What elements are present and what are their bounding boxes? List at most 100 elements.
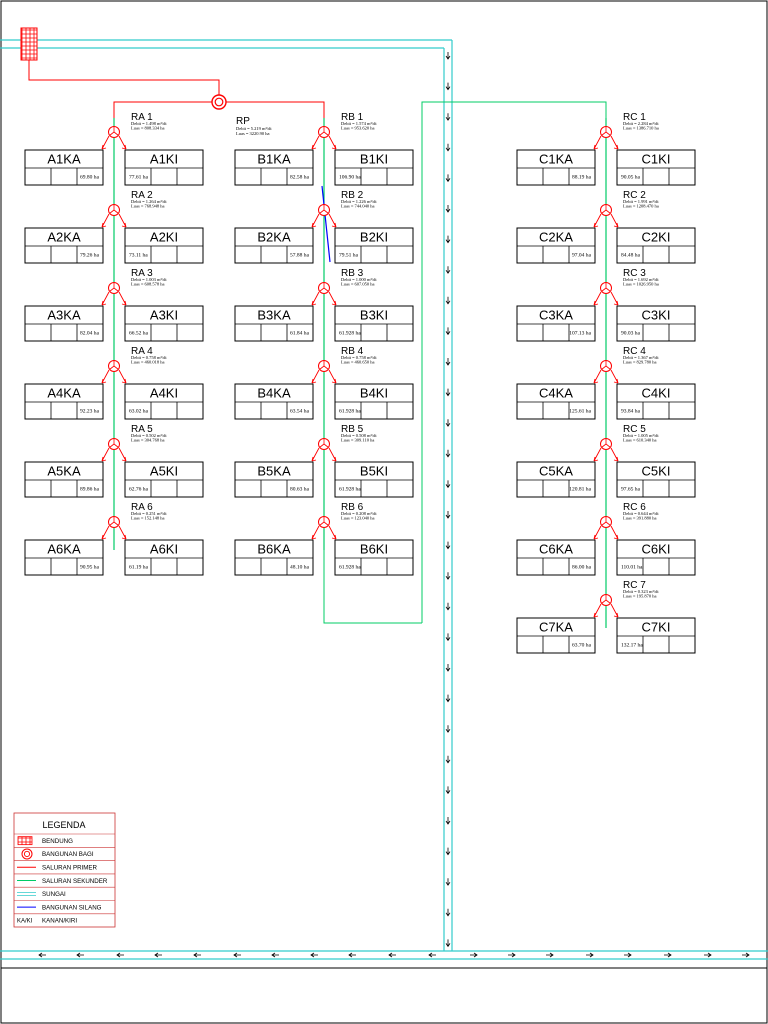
river-flow-arrow-icon: [704, 952, 712, 958]
tertiary-block-name: A4KA: [47, 386, 81, 401]
secondary-channel-line: [323, 540, 422, 624]
river-layer: [0, 39, 768, 960]
tertiary-block-area: 61.19 ha: [129, 565, 149, 571]
tertiary-block-name: A2KA: [47, 230, 81, 245]
structure-debit: Debit = 1.003 m³/dt: [131, 277, 167, 282]
structure-label: RC 4: [623, 346, 646, 357]
river-flow-arrow-icon: [445, 602, 451, 611]
tertiary-block-frame: [234, 305, 314, 342]
tertiary-offtake-right-arrow-icon: [328, 135, 337, 150]
tertiary-block-area: 61.928 ha: [339, 565, 361, 571]
tertiary-block-name: C2KI: [642, 230, 671, 245]
bangunan-bagi-icon: [318, 282, 330, 294]
tertiary-offtake-right-arrow-icon: [610, 525, 619, 540]
tertiary-block-area: 92.23 ha: [80, 409, 100, 415]
tertiary-offtake-right-arrow-icon: [118, 447, 127, 462]
legend-title: LEGENDA: [42, 820, 85, 830]
tertiary-offtake-right-arrow-icon: [610, 603, 619, 618]
tertiary-block-area: 63.54 ha: [290, 409, 310, 415]
structure-debit: Debit = 0.508 m³/dt: [341, 433, 377, 438]
river-flow-arrow-icon: [445, 174, 451, 183]
legend-row-bangunan-silang: BANGUNAN SILANG: [14, 900, 115, 911]
tertiary-block-name: A6KA: [47, 542, 81, 557]
structure-label: RC 2: [623, 190, 646, 201]
river-flow-arrow-icon: [445, 480, 451, 489]
river-flow-arrow-icon: [445, 358, 451, 366]
primary-channel-line: [113, 101, 212, 118]
tertiary-block-frame: [516, 149, 596, 186]
bangunan-bagi-icon: [318, 126, 330, 138]
tertiary-offtake-left-arrow-icon: [101, 291, 110, 306]
structure-debit: Debit = 2.284 m³/dt: [623, 121, 659, 126]
structure-luas: Luas = 195.870 ha: [623, 594, 657, 599]
tertiary-offtake-left-arrow-icon: [593, 447, 602, 462]
tertiary-offtake-left-arrow-icon: [593, 135, 602, 150]
river-flow-arrow-icon: [445, 817, 451, 825]
tertiary-block-name: C5KI: [642, 464, 671, 479]
river-flow-arrow-icon: [546, 952, 554, 958]
tertiary-block-name: C6KA: [539, 542, 573, 557]
river-flow-arrow-icon: [445, 327, 451, 336]
tertiary-offtake-left-arrow-icon: [101, 525, 110, 540]
legend-item-label: KANAN/KIRI: [42, 918, 77, 925]
tertiary-block-area: 61.928 ha: [339, 409, 361, 415]
bangunan-bagi-icon: [600, 516, 612, 528]
tertiary-block-frame: [24, 149, 104, 186]
tertiary-block-area: 79.51 ha: [339, 253, 359, 259]
tertiary-block-frame: [234, 383, 314, 420]
river-flow-arrow-icon: [445, 143, 451, 152]
tertiary-block-name: A5KI: [150, 464, 178, 479]
river-flow-arrow-icon: [445, 725, 451, 733]
tertiary-block-name: B6KA: [257, 542, 291, 557]
structure-luas: Luas = 460.650 ha: [341, 360, 375, 365]
tertiary-block-frame: [234, 149, 314, 186]
tertiary-block-area: 90.95 ha: [80, 565, 100, 571]
tertiary-block-name: C7KA: [539, 620, 573, 635]
tertiary-block-area: 62.76 ha: [129, 487, 149, 493]
structure-luas: Luas = 607.050 ha: [341, 282, 375, 287]
river-flow-arrow-icon: [154, 952, 162, 958]
river-flow-arrow-icon: [428, 952, 436, 958]
tertiary-block-name: B2KA: [257, 230, 291, 245]
tertiary-block-frame: [124, 149, 204, 186]
tertiary-block-frame: [24, 305, 104, 342]
tertiary-block-frame: [124, 539, 204, 576]
structure-debit: Debit = 1.226 m³/dt: [341, 199, 377, 204]
primary-channel-line: [28, 60, 220, 95]
river-flow-arrow-icon: [233, 952, 241, 958]
tertiary-block-frame: [516, 617, 596, 654]
river-flow-arrow-icon: [445, 52, 451, 60]
tertiary-block-area: 84.48 ha: [621, 253, 641, 259]
tertiary-block-ka: A6KA 90.95 ha: [24, 539, 104, 576]
structure-label: RA 4: [131, 346, 153, 357]
tertiary-block-area: 82.04 ha: [80, 331, 100, 337]
tertiary-block-name: C7KI: [642, 620, 671, 635]
tertiary-offtake-left-arrow-icon: [593, 369, 602, 384]
tertiary-offtake-right-arrow-icon: [118, 369, 127, 384]
river-flow-arrow-icon: [445, 786, 451, 795]
bangunan-bagi-icon: [21, 848, 33, 860]
river-flow-arrow-icon: [445, 266, 451, 274]
river-flow-arrow-icon: [445, 664, 451, 672]
structure-luas: Luas = 309.110 ha: [341, 438, 374, 443]
tertiary-offtake-right-arrow-icon: [610, 369, 619, 384]
river-flow-arrow-icon: [193, 952, 201, 958]
structure-label: RA 6: [131, 502, 153, 513]
tertiary-block-frame: [516, 227, 596, 264]
legend-key-text: KA/KI: [17, 919, 33, 925]
structure-luas: Luas = 829.780 ha: [623, 360, 657, 365]
tertiary-block-frame: [334, 461, 414, 498]
